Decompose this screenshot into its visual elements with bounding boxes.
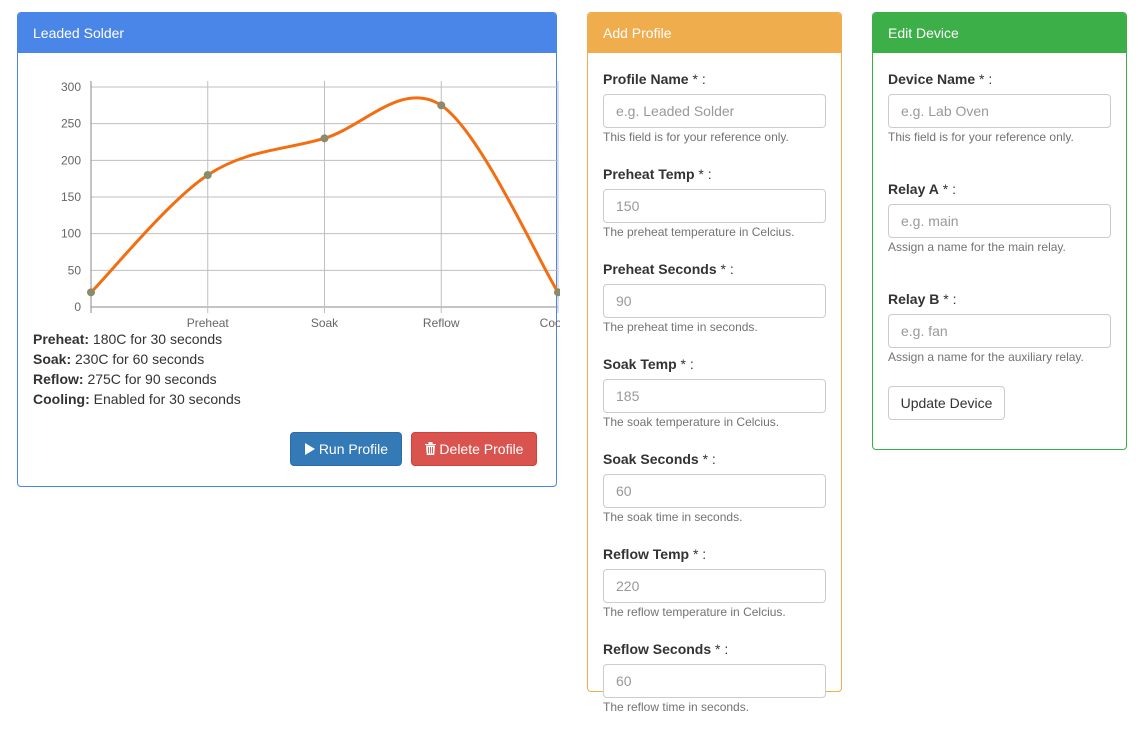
summary-soak: Soak: 230C for 60 seconds [33, 351, 205, 367]
help-text: This field is for your reference only. [888, 130, 1074, 144]
field-device-name: Device Name * : This field is for your r… [888, 69, 1111, 145]
relay-b-input[interactable] [888, 314, 1111, 348]
summary-cooling: Cooling: Enabled for 30 seconds [33, 391, 241, 407]
reflow-seconds-input[interactable] [603, 664, 826, 698]
y-tick-label: 0 [74, 300, 81, 314]
y-tick-label: 150 [61, 190, 81, 204]
field-reflow-temp: Reflow Temp * : The reflow temperature i… [603, 544, 826, 620]
y-tick-label: 200 [61, 153, 81, 167]
delete-profile-button[interactable]: Delete Profile [411, 432, 537, 466]
run-profile-label: Run Profile [318, 441, 389, 457]
field-reflow-seconds: Reflow Seconds * : The reflow time in se… [603, 639, 826, 715]
summary-reflow: Reflow: 275C for 90 seconds [33, 371, 217, 387]
reflow-temp-input[interactable] [603, 569, 826, 603]
add-profile-title: Add Profile [588, 13, 841, 53]
data-point [320, 134, 329, 143]
help-text: The reflow temperature in Celcius. [603, 605, 786, 619]
profile-summary: Preheat: 180C for 30 seconds Soak: 230C … [33, 329, 241, 409]
help-text: The reflow time in seconds. [603, 700, 750, 714]
data-point [87, 288, 95, 297]
x-tick-label: Cool [540, 316, 560, 330]
profile-panel-title: Leaded Solder [18, 13, 556, 53]
edit-device-form: Device Name * : This field is for your r… [888, 69, 1111, 399]
edit-device-title: Edit Device [873, 13, 1126, 53]
soak-seconds-input[interactable] [603, 474, 826, 508]
x-tick-label: Soak [311, 316, 339, 330]
field-relay-b: Relay B * : Assign a name for the auxili… [888, 289, 1111, 365]
help-text: The preheat time in seconds. [603, 320, 758, 334]
x-tick-label: Reflow [423, 316, 460, 330]
edit-device-panel: Edit Device Device Name * : This field i… [872, 12, 1127, 450]
add-profile-panel: Add Profile Profile Name * : This field … [587, 12, 842, 714]
y-tick-label: 50 [68, 263, 82, 277]
play-icon [304, 443, 315, 455]
device-name-input[interactable] [888, 94, 1111, 128]
soak-temp-input[interactable] [603, 379, 826, 413]
field-soak-temp: Soak Temp * : The soak temperature in Ce… [603, 354, 826, 430]
field-relay-a: Relay A * : Assign a name for the main r… [888, 179, 1111, 255]
y-tick-label: 250 [61, 117, 81, 131]
help-text: The preheat temperature in Celcius. [603, 225, 795, 239]
data-point [203, 171, 212, 179]
help-text: This field is for your reference only. [603, 130, 789, 144]
help-text: The soak time in seconds. [603, 510, 743, 524]
relay-a-input[interactable] [888, 204, 1111, 238]
help-text: The soak temperature in Celcius. [603, 415, 780, 429]
delete-profile-label: Delete Profile [439, 441, 524, 457]
data-point [437, 101, 446, 110]
summary-preheat: Preheat: 180C for 30 seconds [33, 331, 223, 347]
x-tick-label: Preheat [187, 316, 230, 330]
field-soak-seconds: Soak Seconds * : The soak time in second… [603, 449, 826, 525]
add-profile-form: Profile Name * : This field is for your … [603, 69, 826, 734]
y-tick-label: 100 [61, 227, 81, 241]
help-text: Assign a name for the main relay. [888, 240, 1066, 254]
field-preheat-seconds: Preheat Seconds * : The preheat time in … [603, 259, 826, 335]
run-profile-button[interactable]: Run Profile [290, 432, 402, 466]
help-text: Assign a name for the auxiliary relay. [888, 350, 1084, 364]
trash-icon [424, 442, 436, 455]
preheat-seconds-input[interactable] [603, 284, 826, 318]
temperature-series-line [89, 96, 560, 294]
profile-name-input[interactable] [603, 94, 826, 128]
preheat-temp-input[interactable] [603, 189, 826, 223]
update-device-button[interactable]: Update Device [888, 386, 1005, 420]
y-tick-label: 300 [61, 80, 81, 94]
field-profile-name: Profile Name * : This field is for your … [603, 69, 826, 145]
field-preheat-temp: Preheat Temp * : The preheat temperature… [603, 164, 826, 240]
data-point [554, 288, 560, 297]
